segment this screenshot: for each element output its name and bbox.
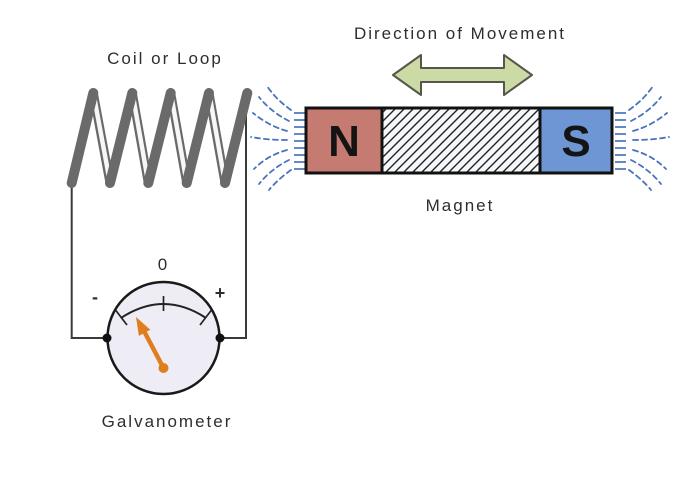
north-pole-label: N — [328, 117, 360, 166]
galvanometer-needle — [142, 330, 166, 371]
right-wire — [222, 97, 247, 339]
right-terminal-node — [215, 333, 225, 343]
coil-drawing — [66, 88, 253, 188]
magnet-outline — [304, 106, 614, 175]
galvanometer: 0 - + — [92, 255, 226, 396]
scale-left-tick — [114, 309, 128, 326]
magnet-label: Magnet — [426, 196, 495, 215]
movement-double-arrow — [392, 54, 533, 96]
needle-pivot — [158, 363, 169, 373]
bar-magnet: N S — [304, 106, 614, 175]
coil-front-turns — [66, 88, 253, 188]
scale-zero-label: 0 — [158, 255, 169, 274]
coil-back-turns — [88, 88, 230, 188]
galvanometer-label: Galvanometer — [102, 412, 233, 431]
direction-of-movement-label: Direction of Movement — [354, 24, 566, 43]
scale-right-tick — [199, 309, 213, 326]
scale-minus-label: - — [92, 287, 98, 307]
needle-arrowhead — [136, 317, 151, 336]
left-wire — [70, 185, 105, 339]
left-terminal-node — [102, 333, 112, 343]
south-pole — [538, 106, 614, 175]
south-pole-label: S — [561, 117, 590, 166]
scale-plus-label: + — [215, 283, 226, 303]
magnet-middle-section — [382, 108, 540, 173]
field-lines-left — [250, 85, 305, 191]
field-lines-right — [615, 85, 670, 191]
coil-label: Coil or Loop — [107, 49, 223, 68]
